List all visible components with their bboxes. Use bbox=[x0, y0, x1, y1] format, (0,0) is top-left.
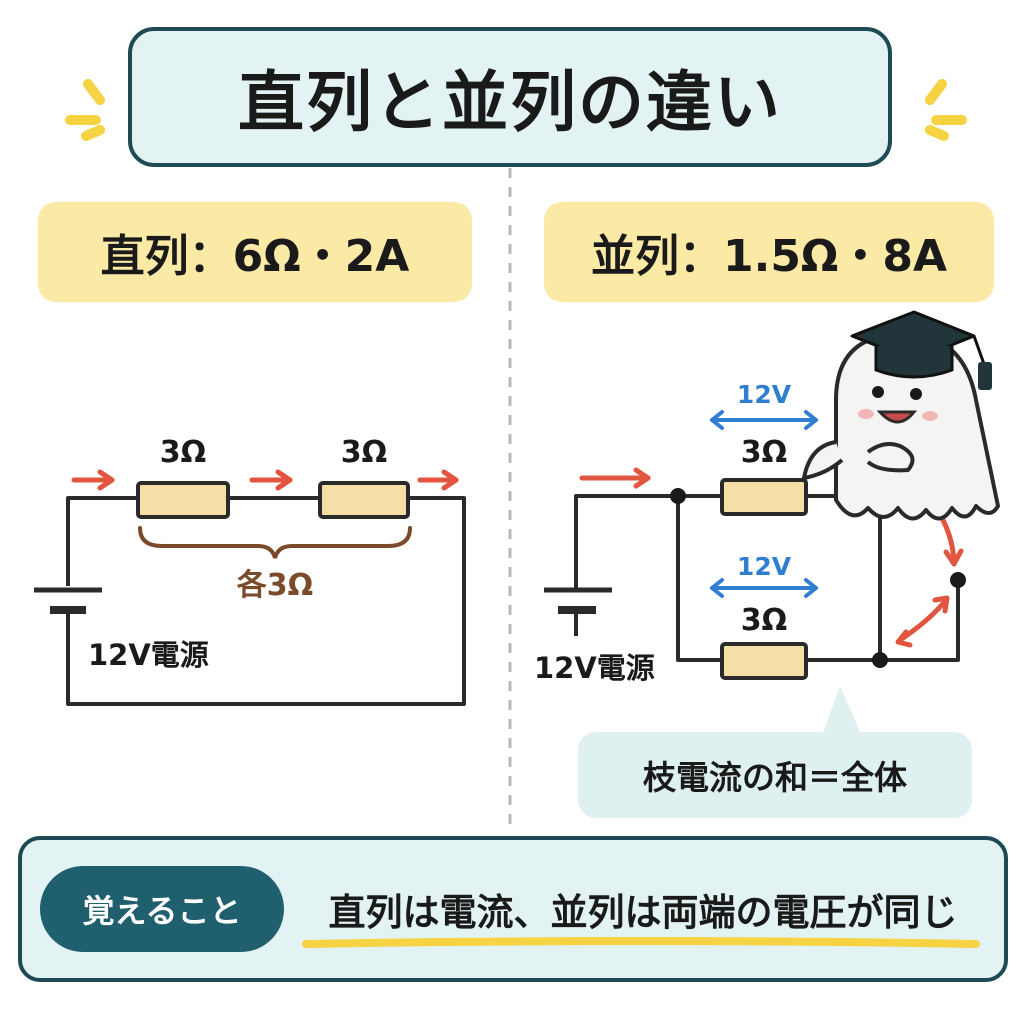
battery-icon-parallel bbox=[544, 587, 612, 614]
sparkle-icon-left bbox=[65, 79, 105, 141]
current-arrow-merge-bottom bbox=[895, 595, 950, 648]
current-arrow-3 bbox=[417, 469, 459, 491]
branch-1-resistor-label: 3Ω bbox=[741, 435, 787, 470]
graduation-cap-icon bbox=[850, 310, 992, 390]
takeaway-underline bbox=[302, 937, 980, 948]
parallel-note: 枝電流の和＝全体 bbox=[578, 732, 972, 818]
takeaway-badge: 覚えること bbox=[40, 866, 284, 952]
takeaway-badge-text: 覚えること bbox=[82, 892, 242, 930]
current-arrow-2 bbox=[249, 469, 293, 491]
parallel-circuit: 12V 3Ω 12V 3Ω 12V電源 bbox=[534, 310, 1000, 736]
takeaway-statement: 直列は電流、並列は両端の電圧が同じ bbox=[298, 864, 988, 954]
sparkle-icon-right bbox=[925, 79, 967, 141]
series-resistor-1-label: 3Ω bbox=[160, 435, 206, 470]
note-pointer bbox=[822, 686, 862, 736]
parallel-label-text: 並列：1.5Ω・8A bbox=[590, 231, 948, 282]
series-resistor-1 bbox=[136, 481, 230, 519]
voltage-arrow-1 bbox=[710, 410, 818, 430]
series-resistor-2-label: 3Ω bbox=[341, 435, 387, 470]
series-source-label: 12V電源 bbox=[88, 638, 209, 672]
junction-node-1 bbox=[670, 488, 686, 504]
voltage-arrow-2 bbox=[710, 578, 818, 598]
parallel-label: 並列：1.5Ω・8A bbox=[544, 202, 994, 302]
current-arrow-1 bbox=[71, 469, 115, 491]
branch-2-resistor-label: 3Ω bbox=[741, 603, 787, 638]
current-arrow-in bbox=[579, 467, 651, 489]
series-label-text: 直列：6Ω・2A bbox=[100, 231, 410, 282]
series-brace-label: 各3Ω bbox=[236, 568, 313, 603]
page-title: 直列と並列の違い bbox=[128, 27, 892, 167]
branch-1-voltage-label: 12V bbox=[737, 380, 792, 409]
parallel-source-label: 12V電源 bbox=[534, 651, 655, 685]
takeaway-statement-text: 直列は電流、並列は両端の電圧が同じ bbox=[328, 891, 958, 934]
branch-2-voltage-label: 12V bbox=[737, 552, 792, 581]
series-wire bbox=[66, 496, 466, 706]
series-circuit: 3Ω 3Ω 各3Ω 12V電源 bbox=[34, 435, 466, 706]
page-title-text: 直列と並列の違い bbox=[238, 64, 782, 141]
series-resistor-2 bbox=[318, 481, 410, 519]
parallel-resistor-1 bbox=[720, 478, 808, 516]
parallel-resistor-2 bbox=[720, 642, 808, 680]
series-brace bbox=[138, 526, 412, 559]
panel-divider bbox=[508, 168, 512, 832]
battery-icon bbox=[34, 587, 102, 614]
parallel-note-text: 枝電流の和＝全体 bbox=[643, 758, 907, 797]
junction-node-4 bbox=[950, 572, 966, 588]
junction-node-3 bbox=[872, 652, 888, 668]
series-label: 直列：6Ω・2A bbox=[38, 202, 472, 302]
